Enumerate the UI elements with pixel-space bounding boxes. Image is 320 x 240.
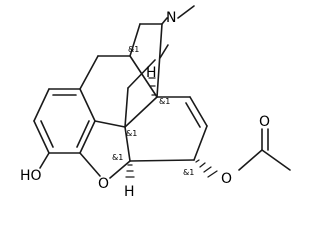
hydroxyl-bond	[39, 152, 50, 169]
hashed-bond-upper-h	[148, 77, 156, 96]
hashed-bond-lower-h	[125, 164, 135, 178]
acetate-group	[238, 128, 291, 171]
stereo-label: &1	[183, 168, 194, 177]
carbonyl-oxygen-label: O	[259, 114, 270, 130]
stereo-label: &1	[112, 153, 123, 162]
n-bridge-bond	[161, 17, 168, 25]
chemical-structure-diagram: N HO O O O H H &1 &1 &1 &1 &1	[20, 5, 291, 200]
piperidine-bridge	[79, 23, 169, 128]
hydrogen-lower-label: H	[124, 184, 135, 200]
aromatic-ring	[33, 88, 96, 154]
stereo-label: &1	[128, 45, 139, 54]
stereo-label: &1	[159, 97, 170, 106]
stereo-label: &1	[126, 129, 137, 138]
ring-oxygen-label: O	[98, 176, 109, 192]
hydrogen-upper-label: H	[146, 65, 157, 81]
cyclohexene-ring	[124, 96, 208, 162]
nitrogen-label: N	[166, 10, 176, 26]
n-methyl-bond	[177, 5, 195, 19]
furan-ring	[79, 120, 131, 179]
hydroxyl-label: HO	[20, 168, 42, 184]
ester-oxygen-label: O	[221, 171, 232, 187]
hashed-bond-acetate	[195, 159, 218, 178]
